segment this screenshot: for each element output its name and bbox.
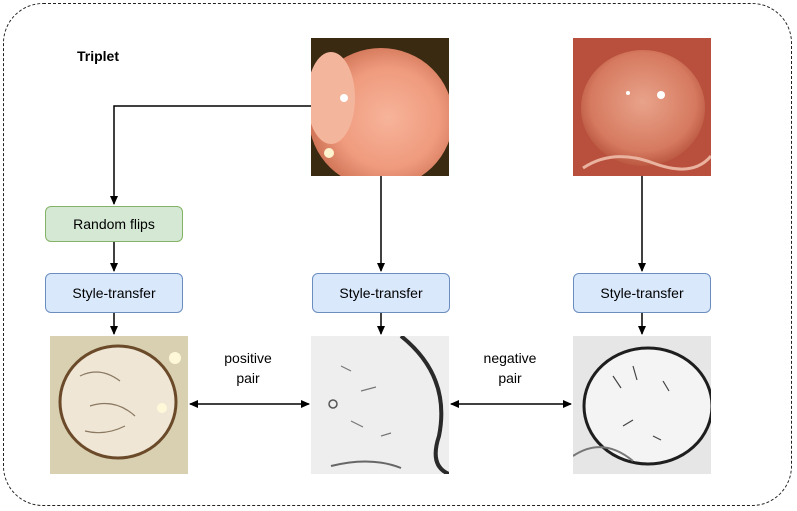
style-transfer-box-middle: Style-transfer [312,273,450,313]
anchor-endoscopy-image [311,38,449,176]
style-transfer-box-right: Style-transfer [573,273,711,313]
negative-pair-label: negative pair [465,348,555,388]
style-transferred-image-right [573,336,711,474]
positive-pair-label-line1: positive [224,350,272,366]
arrow-anchor-to-random-flips [110,105,311,205]
negative-pair-label-line2: pair [498,370,522,386]
style-transferred-image-left [50,336,188,474]
style-transferred-image-middle [311,336,449,474]
dashed-frame [3,3,792,506]
positive-pair-label-line2: pair [236,370,260,386]
diagram-title: Triplet [77,48,120,64]
negative-pair-label-line1: negative [483,350,537,366]
random-flips-box: Random flips [45,206,183,242]
positive-pair-label: positive pair [203,348,293,388]
style-transfer-box-left: Style-transfer [45,273,183,313]
negative-endoscopy-image [573,38,711,176]
